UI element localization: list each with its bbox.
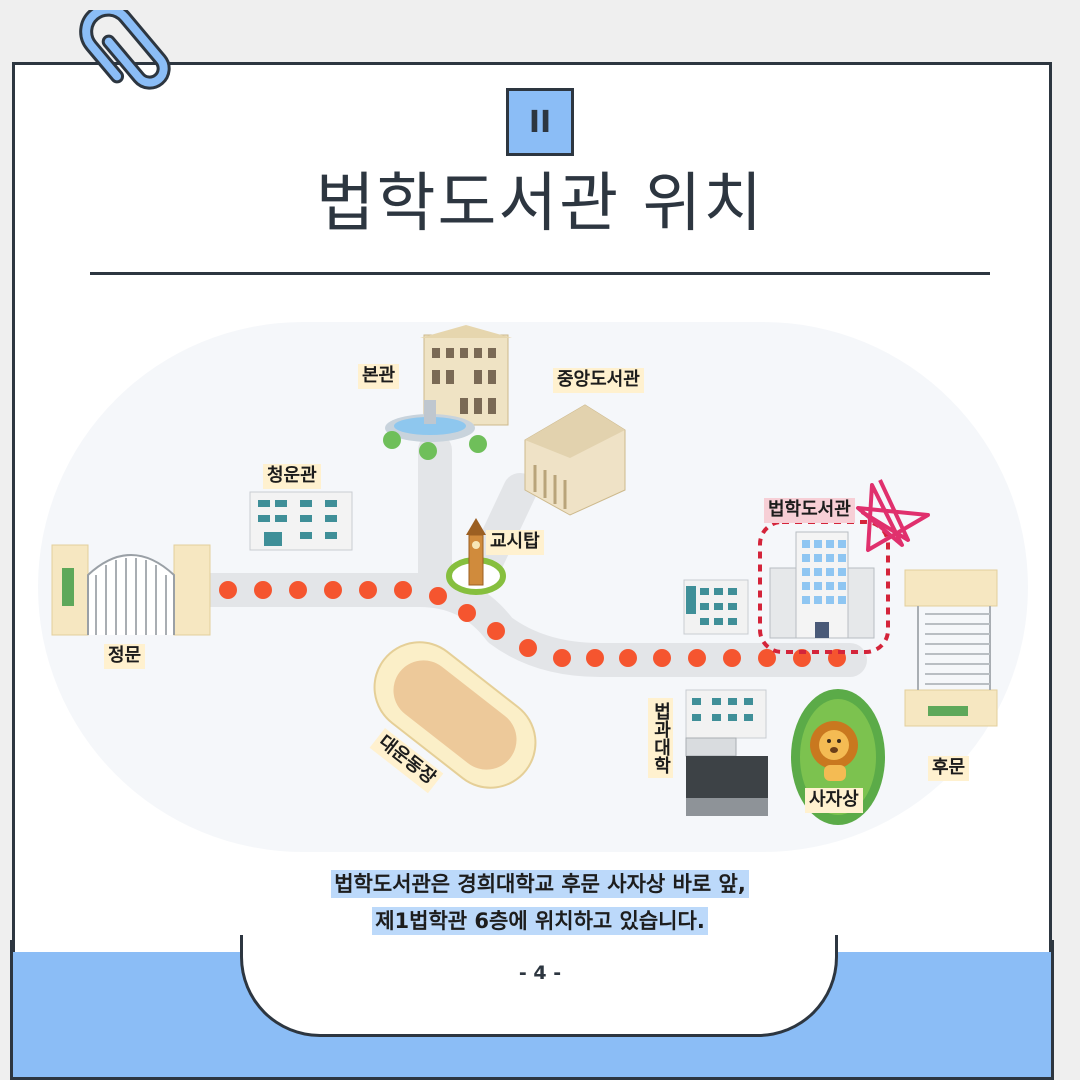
route-dot [458,604,476,622]
clock-tower-illustration [446,518,506,595]
page-number-tab [240,935,838,1037]
route-dot [653,649,671,667]
cheongun-hall-illustration [249,491,353,551]
label-law-library: 법학도서관 [764,498,855,523]
law-library-illustration [758,520,890,654]
stadium-illustration [373,641,537,789]
route-dot [219,581,237,599]
paperclip-icon [79,10,171,90]
label-law-school: 법과대학 [648,698,673,778]
label-central-library: 중앙도서관 [553,368,644,393]
central-library-illustration [524,404,626,516]
section-badge: II [506,88,574,156]
route-dot [758,649,776,667]
main-gate-illustration [51,544,211,636]
label-main-hall: 본관 [358,364,400,389]
label-lion-statue: 사자상 [805,788,863,813]
back-gate-illustration [904,569,998,727]
caption-line-1: 법학도서관은 경희대학교 후문 사자상 바로 앞, [0,868,1080,898]
law-school-illustration [685,689,768,816]
route-dot [688,649,706,667]
route-dot [519,639,537,657]
route-dot [359,581,377,599]
route-dot [254,581,272,599]
page-title: 법학도서관 위치 [315,167,765,241]
route-dot [394,581,412,599]
route-dot [586,649,604,667]
label-cheongun-hall: 청운관 [263,464,321,489]
star-marker-icon [856,479,930,552]
label-clock-tower: 교시탑 [486,530,544,555]
route-dots [219,581,846,667]
side-building-illustration [683,579,749,635]
route-dot [723,649,741,667]
route-dot [553,649,571,667]
page-number: - 4 - [518,962,562,984]
route-dot [289,581,307,599]
route-dot [793,649,811,667]
main-hall-illustration [383,325,512,460]
label-back-gate: 후문 [928,756,970,781]
caption-line-2: 제1법학관 6층에 위치하고 있습니다. [0,905,1080,935]
route-dot [619,649,637,667]
route-dot [324,581,342,599]
route-dot [429,587,447,605]
route-dot [487,622,505,640]
title-divider [90,272,990,275]
label-main-gate: 정문 [104,644,146,669]
